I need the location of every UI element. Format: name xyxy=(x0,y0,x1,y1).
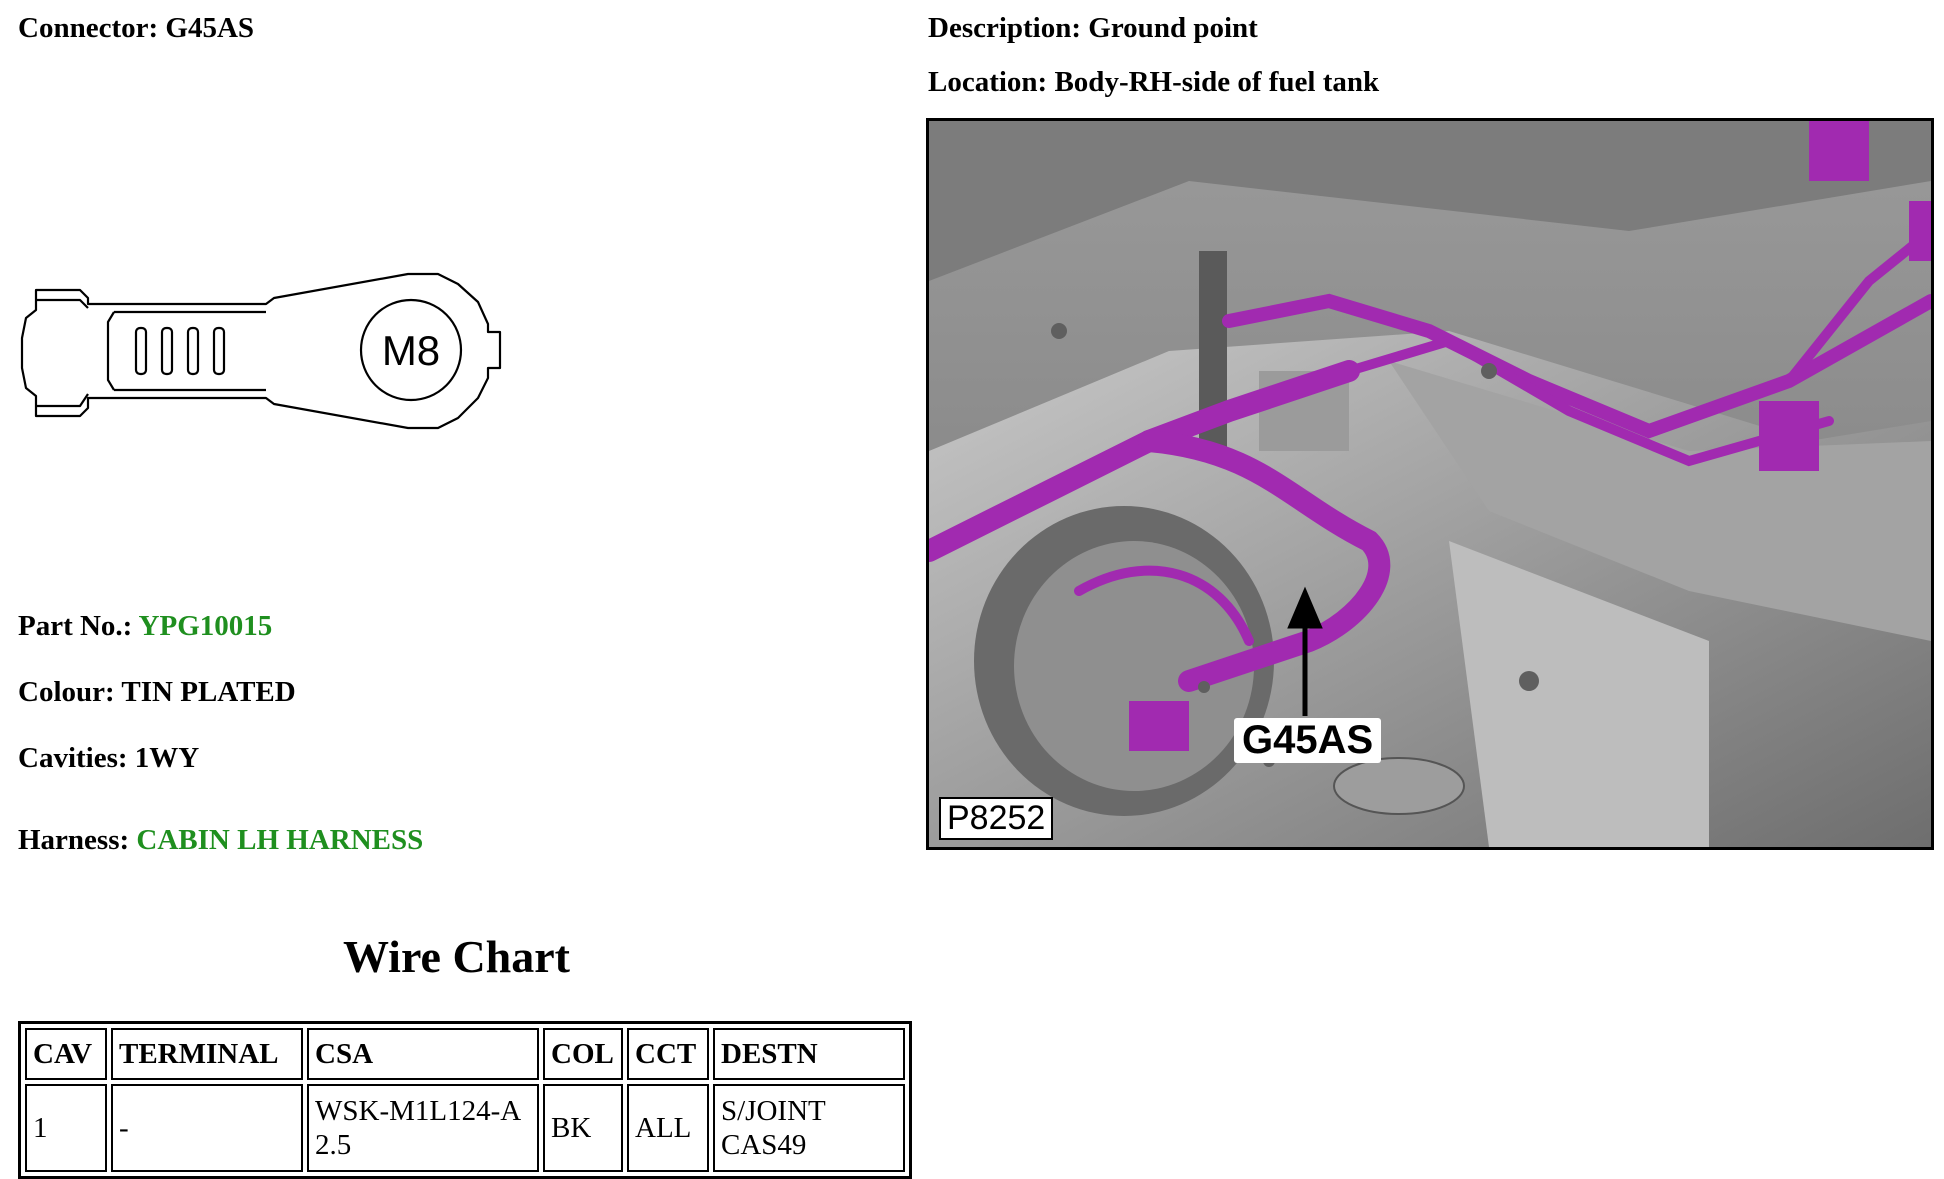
vehicle-body-illustration xyxy=(929,121,1931,847)
description-value: Ground point xyxy=(1088,12,1258,44)
cavities-value: 1WY xyxy=(134,742,200,774)
cell-csa: WSK-M1L124-A 2.5 xyxy=(307,1084,539,1172)
cell-col: BK xyxy=(543,1084,623,1172)
cavities-label: Cavities: xyxy=(18,742,128,774)
cavities-line: Cavities: 1WY xyxy=(18,742,199,775)
table-header-row: CAV TERMINAL CSA COL CCT DESTN xyxy=(25,1028,905,1080)
header-cav: CAV xyxy=(25,1028,107,1080)
cell-destn: S/JOINT CAS49 xyxy=(713,1084,905,1172)
cell-terminal: - xyxy=(111,1084,303,1172)
wire-chart-table: CAV TERMINAL CSA COL CCT DESTN 1 - WSK-M… xyxy=(18,1021,912,1179)
header-destn: DESTN xyxy=(713,1028,905,1080)
header-csa: CSA xyxy=(307,1028,539,1080)
location-label: Location: xyxy=(928,66,1048,98)
cell-cav: 1 xyxy=(25,1084,107,1172)
stud-size-label: M8 xyxy=(382,327,440,374)
header-col: COL xyxy=(543,1028,623,1080)
connector-label: Connector: xyxy=(18,12,159,44)
colour-line: Colour: TIN PLATED xyxy=(18,676,296,709)
location-photo: G45AS P8252 xyxy=(926,118,1934,850)
description-line: Description: Ground point xyxy=(928,12,1258,45)
table-row: 1 - WSK-M1L124-A 2.5 BK ALL S/JOINT CAS4… xyxy=(25,1084,905,1172)
photo-callout-g45as: G45AS xyxy=(1234,718,1382,763)
header-terminal: TERMINAL xyxy=(111,1028,303,1080)
cell-cct: ALL xyxy=(627,1084,709,1172)
colour-value: TIN PLATED xyxy=(121,676,296,708)
connector-value: G45AS xyxy=(165,12,255,44)
ring-terminal-drawing: M8 xyxy=(20,272,502,430)
wire-chart-title: Wire Chart xyxy=(343,931,570,982)
photo-reference-number: P8252 xyxy=(939,797,1054,840)
part-number-link[interactable]: YPG10015 xyxy=(138,610,273,642)
colour-label: Colour: xyxy=(18,676,115,708)
header-cct: CCT xyxy=(627,1028,709,1080)
harness-label: Harness: xyxy=(18,824,130,856)
location-line: Location: Body-RH-side of fuel tank xyxy=(928,66,1379,99)
harness-link[interactable]: CABIN LH HARNESS xyxy=(136,824,424,856)
part-number-label: Part No.: xyxy=(18,610,133,642)
harness-line: Harness: CABIN LH HARNESS xyxy=(18,824,423,857)
description-label: Description: xyxy=(928,12,1082,44)
location-value: Body-RH-side of fuel tank xyxy=(1054,66,1380,98)
part-number-line: Part No.: YPG10015 xyxy=(18,610,272,643)
connector-title: Connector: G45AS xyxy=(18,12,254,45)
